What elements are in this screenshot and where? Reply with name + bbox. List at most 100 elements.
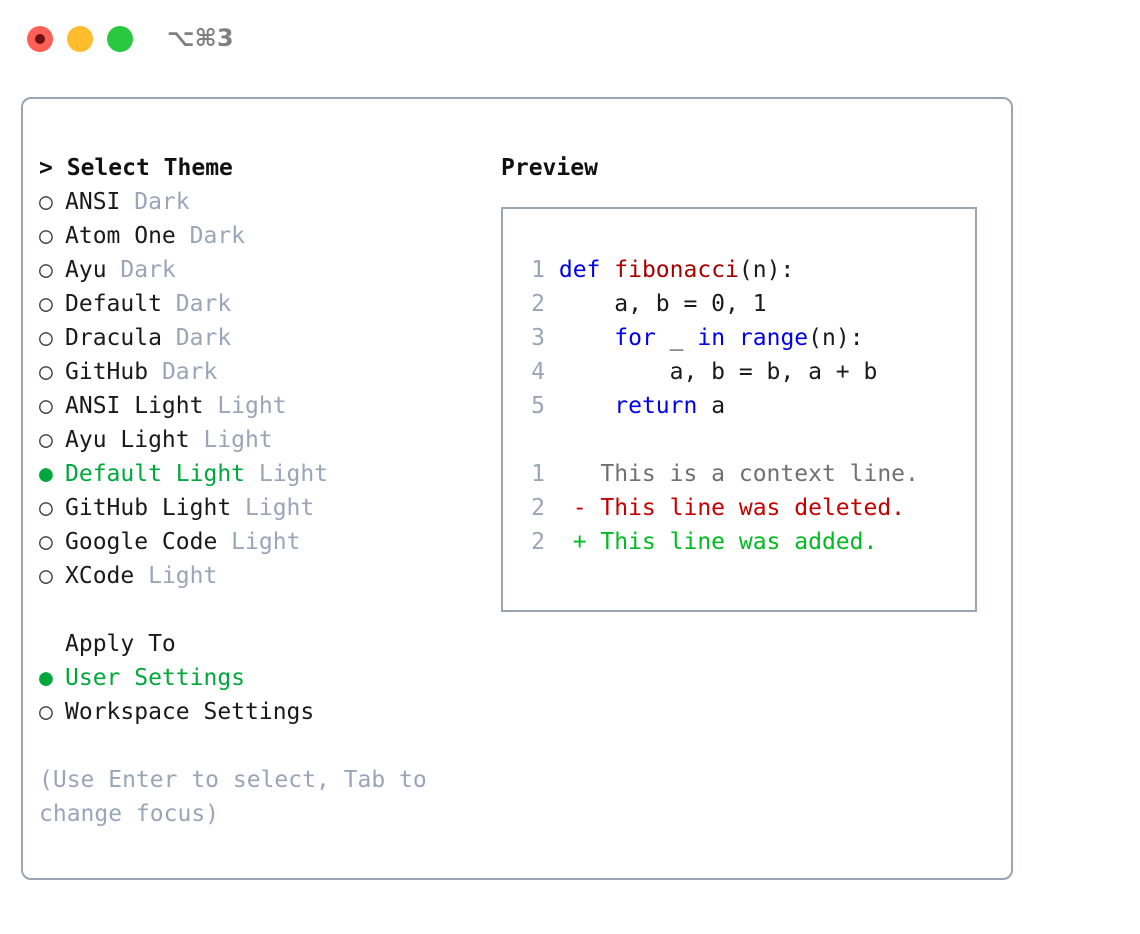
theme-option-label: GitHub [65, 359, 149, 385]
code-token: a [697, 393, 726, 419]
minimize-button[interactable] [67, 26, 93, 52]
code-line-number: 2 [531, 291, 545, 317]
theme-variant-tag: Light [245, 461, 329, 487]
theme-option-ansi-light[interactable]: ○ ANSI Light Light [39, 389, 489, 423]
code-line-content: return a [545, 393, 725, 419]
diff-line: 1 This is a context line. [521, 457, 919, 491]
preview-header: Preview [501, 155, 598, 181]
apply-to-section: Apply To ● User Settings ○Workspace Settin… [39, 627, 489, 729]
radio-unselected-icon: ○ [39, 495, 53, 521]
maximize-button[interactable] [107, 26, 133, 52]
radio-unselected-icon: ○ [39, 257, 53, 283]
radio-selected-icon: ● [39, 665, 53, 691]
select-theme-header-label: Select Theme [66, 155, 233, 181]
preview-column: Preview 1 def fibonacci(n):2 a, b = 0, 1… [501, 151, 1001, 612]
code-line-content: a, b = 0, 1 [545, 291, 767, 317]
code-token: a, b = 0, 1 [614, 291, 767, 317]
apply-to-option-user-settings[interactable]: ● User Settings [39, 661, 489, 695]
diff-line: 2 - This line was deleted. [521, 491, 919, 525]
theme-option-label: Dracula [65, 325, 162, 351]
diff-line-number: 2 [531, 529, 545, 555]
caret-prompt-icon: > [39, 155, 53, 181]
apply-to-header-label: Apply To [65, 631, 176, 657]
theme-variant-tag: Light [217, 529, 301, 555]
window-title: ⌥⌘3 [167, 24, 234, 52]
code-token: _ [655, 325, 698, 351]
theme-option-ayu-light[interactable]: ○ Ayu Light Light [39, 423, 489, 457]
theme-variant-tag: Light [203, 393, 287, 419]
keyboard-hint-text: (Use Enter to select, Tab to change focu… [39, 767, 427, 827]
theme-option-dracula[interactable]: ○ Dracula Dark [39, 321, 489, 355]
diff-line-number: 1 [531, 461, 545, 487]
theme-option-label: Default [65, 291, 162, 317]
diff-line-content: - This line was deleted. [545, 495, 906, 521]
theme-option-github-light[interactable]: ○GitHub Light Light [39, 491, 489, 525]
radio-unselected-icon: ○ [39, 529, 53, 555]
code-token: in [697, 325, 726, 351]
select-theme-header: > Select Theme [39, 151, 489, 185]
close-button[interactable] [27, 26, 53, 52]
theme-option-xcode[interactable]: ○ XCode Light [39, 559, 489, 593]
diff-line-content: + This line was added. [545, 529, 878, 555]
theme-variant-tag: Dark [161, 325, 232, 351]
apply-to-option-label: Workspace Settings [65, 699, 315, 725]
code-line-content: for _ in range(n): [545, 325, 864, 351]
theme-option-atom-one[interactable]: ○ Atom One Dark [39, 219, 489, 253]
code-line: 3 for _ in range(n): [521, 321, 919, 355]
theme-option-ayu[interactable]: ○ Ayu Dark [39, 253, 489, 287]
code-line: 2 a, b = 0, 1 [521, 287, 919, 321]
theme-option-label: Google Code [65, 529, 218, 555]
theme-variant-tag: Dark [106, 257, 176, 283]
code-token: return [614, 393, 698, 419]
code-line: 1 def fibonacci(n): [521, 253, 919, 287]
code-line: 5 return a [521, 389, 919, 423]
code-line: 4 a, b = b, a + b [521, 355, 919, 389]
theme-variant-tag: Light [189, 427, 273, 453]
radio-unselected-icon: ○ [39, 189, 53, 215]
theme-variant-tag: Light [134, 563, 218, 589]
radio-unselected-icon: ○ [39, 427, 53, 453]
theme-option-list: ○ANSI Dark○Atom One Dark○Ayu Dark○Defaul… [39, 185, 489, 593]
code-token [600, 257, 614, 283]
theme-option-label: ANSI [65, 189, 121, 215]
diff-line-number: 2 [531, 495, 545, 521]
radio-unselected-icon: ○ [39, 359, 53, 385]
code-token: def [558, 257, 601, 283]
theme-option-label: Default Light [65, 461, 246, 487]
code-line-content: def fibonacci(n): [545, 257, 794, 283]
theme-variant-tag: Dark [161, 291, 232, 317]
title-bar: ⌥⌘3 [0, 0, 1140, 78]
apply-to-option-label: User Settings [65, 665, 246, 691]
code-token: a, b = b, a + b [669, 359, 878, 385]
theme-option-label: XCode [65, 563, 135, 589]
radio-unselected-icon: ○ [39, 393, 53, 419]
theme-option-default[interactable]: ○Default Dark [39, 287, 489, 321]
theme-option-github[interactable]: ○ GitHub Dark [39, 355, 489, 389]
theme-picker-panel: > Select Theme ○ANSI Dark○Atom One Dark○… [21, 97, 1013, 880]
theme-option-ansi[interactable]: ○ANSI Dark [39, 185, 489, 219]
code-token [725, 325, 739, 351]
code-token: fibonacci [614, 257, 739, 283]
theme-option-default-light[interactable]: ●Default Light Light [39, 457, 489, 491]
radio-unselected-icon: ○ [39, 325, 53, 351]
code-token: (n): [808, 325, 864, 351]
theme-option-label: Ayu [65, 257, 107, 283]
theme-option-label: Ayu Light [65, 427, 190, 453]
code-token: range [738, 325, 809, 351]
theme-option-google-code[interactable]: ○ Google Code Light [39, 525, 489, 559]
radio-unselected-icon: ○ [39, 563, 53, 589]
diff-line: 2 + This line was added. [521, 525, 919, 559]
apply-to-option-workspace-settings[interactable]: ○Workspace Settings [39, 695, 489, 729]
theme-variant-tag: Dark [148, 359, 218, 385]
theme-option-label: Atom One [65, 223, 176, 249]
radio-unselected-icon: ○ [39, 223, 53, 249]
diff-line-content: This is a context line. [545, 461, 919, 487]
code-line-number: 4 [531, 359, 545, 385]
code-line-content: a, b = b, a + b [545, 359, 878, 385]
theme-variant-tag: Light [231, 495, 315, 521]
theme-variant-tag: Dark [175, 223, 246, 249]
theme-option-label: ANSI Light [65, 393, 204, 419]
code-line-number: 3 [531, 325, 545, 351]
